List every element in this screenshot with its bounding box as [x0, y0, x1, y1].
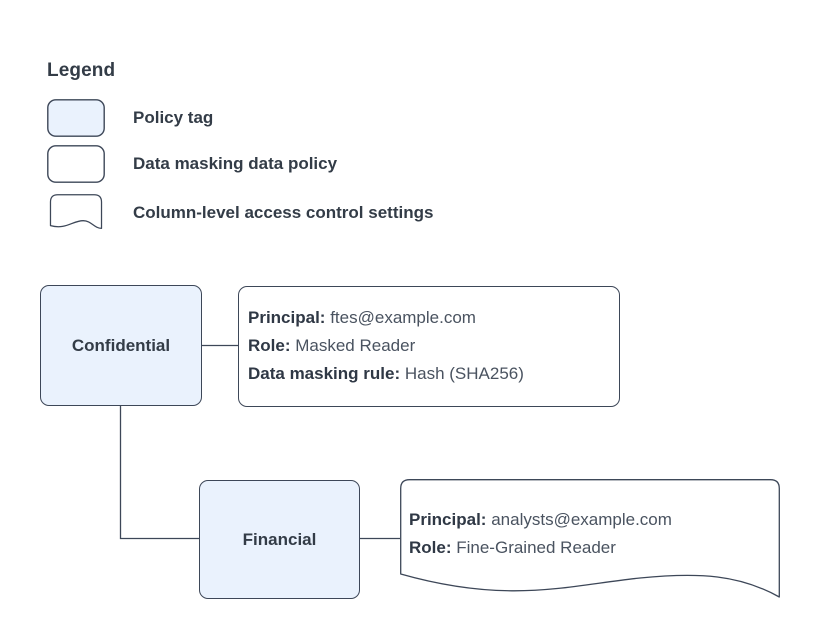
- connector-confidential-to-financial: [119, 406, 199, 540]
- legend-title: Legend: [47, 60, 116, 81]
- node-financial[interactable]: Financial: [199, 480, 360, 599]
- policy-line-role-2-value: Fine-Grained Reader: [456, 538, 616, 557]
- node-confidential[interactable]: Confidential: [40, 285, 202, 406]
- legend-swatch-column-level-access-icon: [49, 194, 103, 230]
- policy-line-principal-value: ftes@example.com: [330, 308, 476, 327]
- legend-label-data-masking-policy: Data masking data policy: [133, 154, 338, 173]
- policy-line-role-2-key: Role:: [409, 538, 452, 557]
- policy-box-column-level-access[interactable]: Principal: analysts@example.com Role: Fi…: [400, 479, 780, 604]
- policy-line-role-2: Role: Fine-Grained Reader: [409, 534, 672, 562]
- policy-line-masking-rule: Data masking rule: Hash (SHA256): [248, 360, 524, 388]
- policy-line-principal-2-value: analysts@example.com: [491, 510, 672, 529]
- policy-line-masking-rule-value: Hash (SHA256): [404, 364, 524, 383]
- legend-swatch-data-masking-policy-icon: [47, 145, 105, 183]
- legend-label-policy-tag: Policy tag: [133, 108, 214, 127]
- legend-swatch-policy-tag-icon: [47, 99, 105, 137]
- policy-line-principal: Principal: ftes@example.com: [248, 304, 524, 332]
- legend-label-column-level-access: Column-level access control settings: [133, 203, 434, 222]
- node-confidential-label: Confidential: [71, 335, 171, 355]
- policy-box-data-masking[interactable]: Principal: ftes@example.com Role: Masked…: [238, 286, 620, 407]
- policy-line-role: Role: Masked Reader: [248, 332, 524, 360]
- policy-line-role-value: Masked Reader: [295, 336, 416, 355]
- policy-line-masking-rule-key: Data masking rule:: [248, 364, 401, 383]
- policy-box-column-level-access-shape: [400, 479, 780, 598]
- policy-line-principal-2: Principal: analysts@example.com: [409, 506, 672, 534]
- policy-line-principal-2-key: Principal:: [409, 510, 487, 529]
- node-financial-label: Financial: [242, 529, 317, 549]
- policy-line-principal-key: Principal:: [248, 308, 326, 327]
- policy-box-data-masking-text: Principal: ftes@example.com Role: Masked…: [248, 304, 524, 388]
- policy-box-column-level-access-text: Principal: analysts@example.com Role: Fi…: [409, 506, 672, 562]
- policy-line-role-key: Role:: [248, 336, 291, 355]
